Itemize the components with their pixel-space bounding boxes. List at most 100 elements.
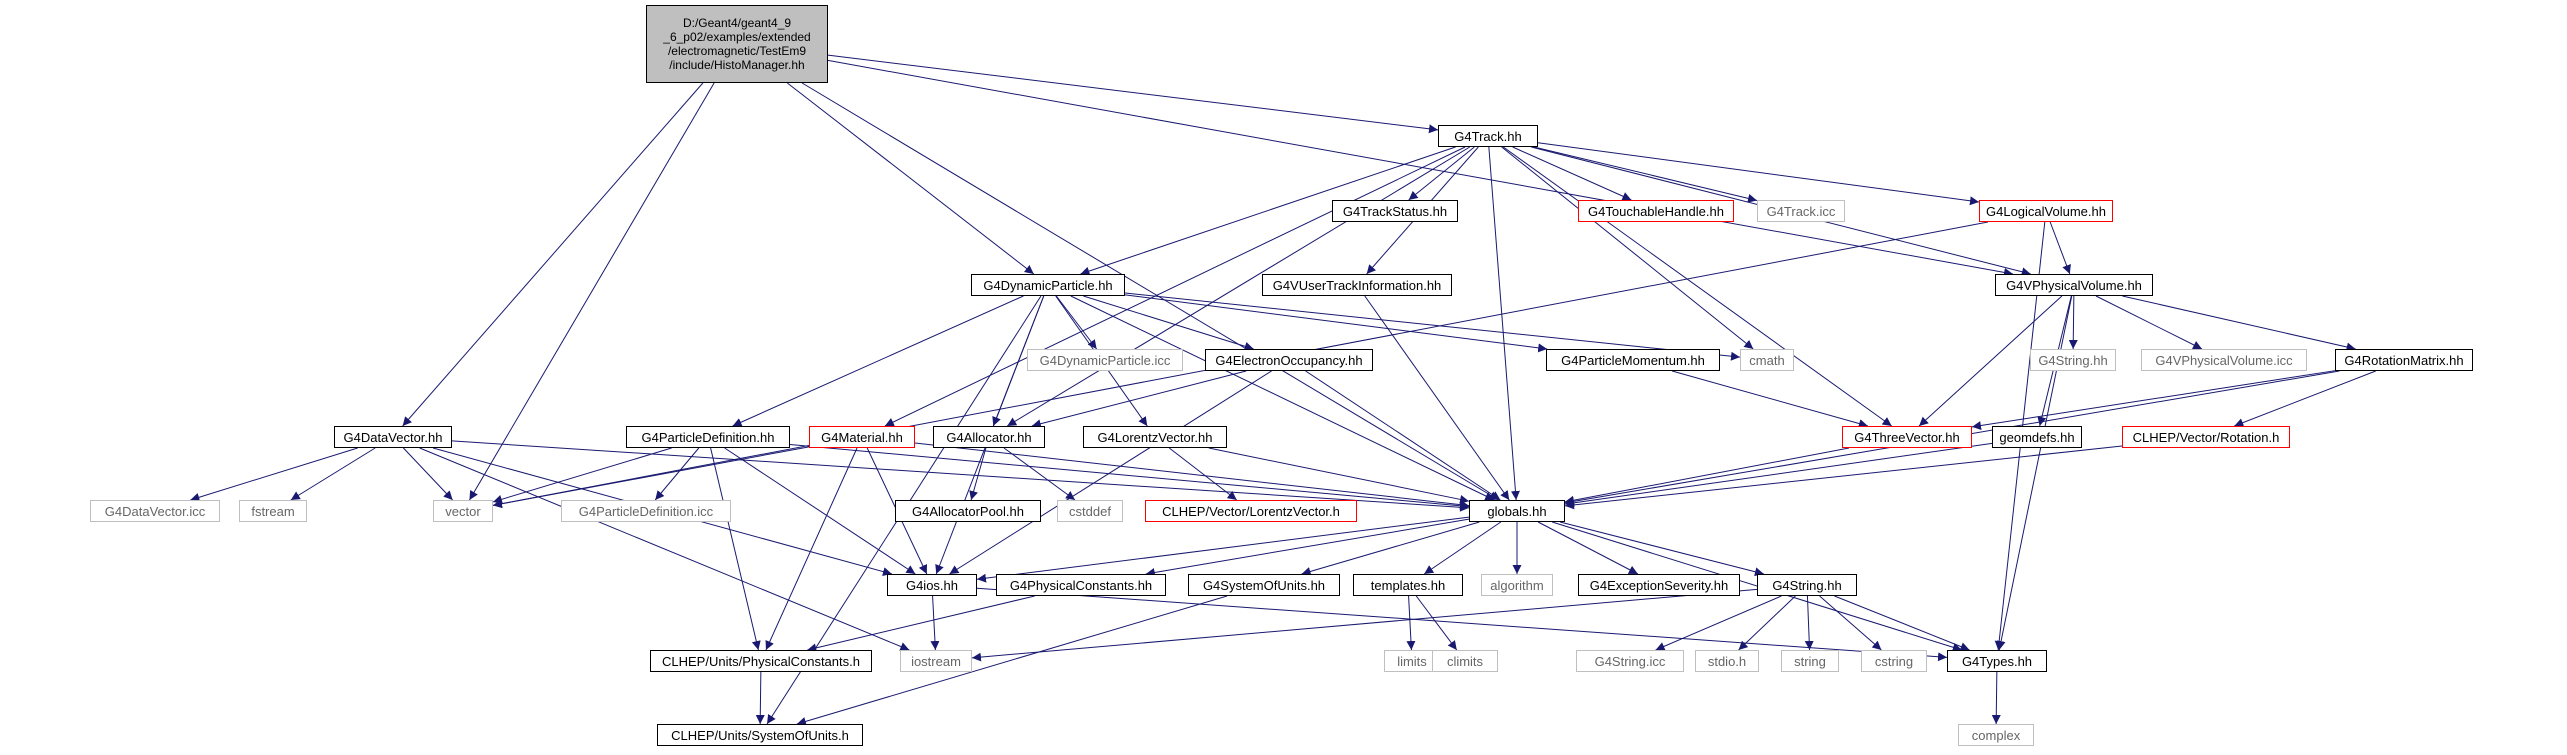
node-geomdefs[interactable]: geomdefs.hh [1992, 426, 2082, 448]
edge-globals-to-g4exceptionseverity [1537, 521, 1639, 575]
edge-g4string-to-stdio [1738, 595, 1796, 651]
node-g4track-icc[interactable]: G4Track.icc [1757, 200, 1845, 222]
edge-g4physicalconstants-to-clhep-physicalconstants [807, 595, 1035, 653]
edge-root-to-g4dynamicparticle [787, 82, 1035, 275]
node-g4particledefinition[interactable]: G4ParticleDefinition.hh [626, 426, 790, 448]
edge-g4datavector-to-fstream [290, 447, 376, 501]
node-g4datavector-icc[interactable]: G4DataVector.icc [90, 500, 220, 522]
edge-g4particledefinition-to-clhep-physicalconstants [710, 447, 761, 651]
node-g4threevector[interactable]: G4ThreeVector.hh [1842, 426, 1972, 448]
edge-g4track-to-g4trackstatus [1408, 146, 1475, 201]
edge-templates-to-limits [1406, 595, 1416, 651]
node-g4rotationmatrix[interactable]: G4RotationMatrix.hh [2335, 349, 2473, 371]
edge-g4dynamicparticle-to-cmath [1124, 292, 1741, 361]
edge-g4lorentzvector-to-clhep-lorentzvector [1168, 447, 1238, 501]
edge-globals-to-g4systemofunits [1301, 521, 1480, 576]
node-g4electronoccupancy[interactable]: G4ElectronOccupancy.hh [1205, 349, 1373, 371]
root-node-histomanager[interactable]: D:/Geant4/geant4_9 _6_p02/examples/exten… [646, 5, 828, 83]
node-algorithm[interactable]: algorithm [1481, 574, 1553, 596]
node-g4string-icc[interactable]: G4String.icc [1576, 650, 1684, 672]
node-g4vphysicalvolume-icc[interactable]: G4VPhysicalVolume.icc [2141, 349, 2307, 371]
node-g4types[interactable]: G4Types.hh [1947, 650, 2047, 672]
edge-g4track-to-g4threevector [1503, 146, 1892, 427]
root-line-2: _6_p02/examples/extended [663, 30, 811, 44]
edge-g4particledefinition-to-vector [492, 447, 672, 504]
edge-g4dynamicparticle-to-g4dynamicparticle-icc [1055, 295, 1098, 350]
node-cstddef[interactable]: cstddef [1057, 500, 1123, 522]
edge-g4electronoccupancy-to-globals [1305, 370, 1501, 501]
edge-globals-to-g4physicalconstants [1145, 518, 1470, 577]
edge-g4particledefinition-to-globals [789, 444, 1470, 511]
node-climits[interactable]: climits [1432, 650, 1498, 672]
node-g4exceptionseverity[interactable]: G4ExceptionSeverity.hh [1578, 574, 1740, 596]
node-iostream[interactable]: iostream [900, 650, 972, 672]
node-g4datavector[interactable]: G4DataVector.hh [334, 426, 452, 448]
edge-g4vphysicalvolume-to-g4vphysicalvolume-icc [2095, 295, 2203, 350]
edge-g4vusertrackinformation-to-globals [1364, 295, 1510, 501]
node-g4systemofunits[interactable]: G4SystemOfUnits.hh [1188, 574, 1340, 596]
node-clhep-systemofunits[interactable]: CLHEP/Units/SystemOfUnits.h [657, 724, 863, 746]
edge-g4allocator-to-cstddef [1003, 447, 1076, 501]
edge-g4particledefinition-to-g4particledefinition-icc [654, 447, 700, 501]
node-g4ios[interactable]: G4ios.hh [887, 574, 977, 596]
edge-g4vphysicalvolume-to-g4rotationmatrix [2122, 295, 2356, 352]
node-g4track[interactable]: G4Track.hh [1438, 125, 1538, 147]
node-g4allocatorpool[interactable]: G4AllocatorPool.hh [895, 500, 1041, 522]
node-complex[interactable]: complex [1958, 724, 2034, 746]
node-g4touchablehandle[interactable]: G4TouchableHandle.hh [1578, 200, 1734, 222]
edge-g4material-to-clhep-physicalconstants [765, 447, 858, 651]
node-limits[interactable]: limits [1384, 650, 1440, 672]
edge-g4track-to-g4touchablehandle [1512, 146, 1632, 201]
node-g4trackstatus[interactable]: G4TrackStatus.hh [1332, 200, 1458, 222]
edge-g4string-to-cstring [1819, 595, 1882, 651]
edge-globals-to-g4string [1559, 521, 1765, 577]
edge-g4particledefinition-to-g4ios [724, 447, 916, 575]
edge-geomdefs-to-globals [1564, 442, 1993, 508]
edge-g4material-to-globals [914, 442, 1470, 510]
edge-g4string-to-iostream [971, 588, 1758, 662]
node-templates[interactable]: templates.hh [1353, 574, 1463, 596]
edge-g4string-to-g4types [1834, 595, 1970, 651]
node-g4vusertrackinformation[interactable]: G4VUserTrackInformation.hh [1262, 274, 1452, 296]
node-g4particledefinition-icc[interactable]: G4ParticleDefinition.icc [561, 500, 731, 522]
node-g4logicalvolume[interactable]: G4LogicalVolume.hh [1979, 200, 2113, 222]
edge-g4datavector-to-vector [403, 447, 453, 501]
node-g4dynamicparticle[interactable]: G4DynamicParticle.hh [971, 274, 1125, 296]
edge-g4track-to-g4material [884, 146, 1466, 427]
edge-g4allocator-to-g4allocatorpool [969, 447, 987, 501]
node-g4vphysicalvolume[interactable]: G4VPhysicalVolume.hh [1995, 274, 2153, 296]
node-clhep-physicalconstants[interactable]: CLHEP/Units/PhysicalConstants.h [650, 650, 872, 672]
node-g4dynamicparticle-icc[interactable]: G4DynamicParticle.icc [1027, 349, 1183, 371]
node-fstream[interactable]: fstream [239, 500, 307, 522]
node-stdio[interactable]: stdio.h [1695, 650, 1759, 672]
node-globals[interactable]: globals.hh [1469, 500, 1565, 522]
edge-root-to-vector [469, 82, 715, 501]
node-clhep-lorentzvector[interactable]: CLHEP/Vector/LorentzVector.h [1145, 500, 1357, 522]
edge-templates-to-climits [1415, 595, 1458, 651]
edge-g4ios-to-g4types [976, 587, 1948, 662]
edge-g4track-to-globals [1488, 146, 1520, 501]
node-vector[interactable]: vector [433, 500, 493, 522]
node-g4lorentzvector[interactable]: G4LorentzVector.hh [1083, 426, 1227, 448]
node-cstring[interactable]: cstring [1861, 650, 1927, 672]
node-clhep-rotation[interactable]: CLHEP/Vector/Rotation.h [2122, 426, 2290, 448]
edge-root-to-g4track [827, 54, 1439, 134]
node-g4material[interactable]: G4Material.hh [809, 426, 915, 448]
edge-g4ios-to-iostream [930, 595, 940, 651]
node-g4string-ext[interactable]: G4String.hh [2030, 349, 2116, 371]
edge-globals-to-g4ios [976, 516, 1470, 583]
edge-root-to-globals [801, 82, 1499, 501]
node-g4particlemomentum[interactable]: G4ParticleMomentum.hh [1546, 349, 1720, 371]
edge-clhep-rotation-to-globals [1564, 445, 2123, 510]
node-string[interactable]: string [1781, 650, 1839, 672]
root-line-3: /electromagnetic/TestEm9 [667, 44, 807, 58]
edge-g4dynamicparticle-to-globals [1070, 295, 1495, 501]
edge-g4threevector-to-globals [1564, 447, 1850, 505]
node-g4physicalconstants[interactable]: G4PhysicalConstants.hh [996, 574, 1166, 596]
edge-g4datavector-to-globals [451, 440, 1470, 512]
node-g4string[interactable]: G4String.hh [1757, 574, 1857, 596]
node-g4allocator[interactable]: G4Allocator.hh [933, 426, 1045, 448]
node-cmath[interactable]: cmath [1740, 349, 1794, 371]
